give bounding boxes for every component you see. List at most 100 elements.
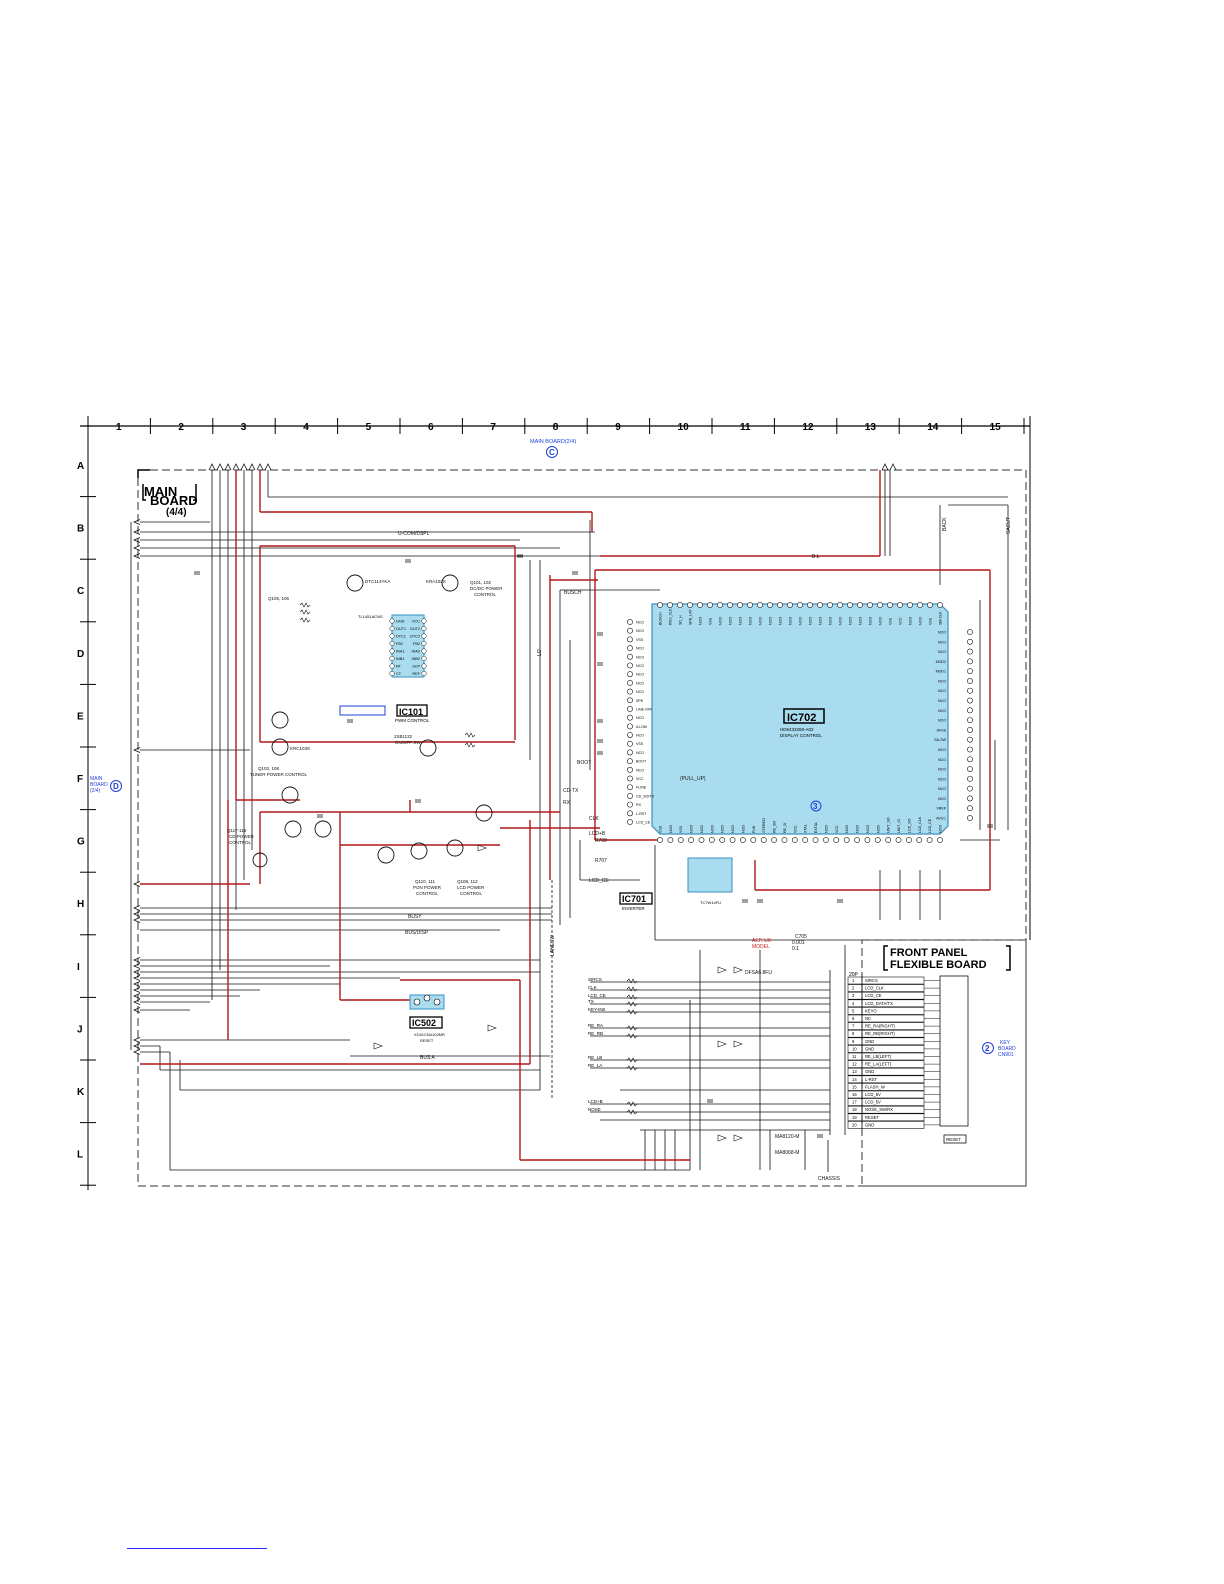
fp-pin-number: 17 bbox=[852, 1100, 857, 1105]
board-title: MAIN BOARD (4/4) bbox=[142, 484, 198, 518]
misc-labels: C705 0.001 0.1 AEP, UK MODEL R708 R707 (… bbox=[595, 776, 841, 1182]
fp-pin-name: LCD_5V bbox=[865, 1100, 881, 1105]
fp-pin-number: 16 bbox=[852, 1092, 857, 1097]
ic702-pin-label: NCO bbox=[636, 673, 644, 677]
bus-bl: B.L bbox=[812, 554, 820, 560]
grid-row-label: B bbox=[77, 524, 84, 535]
aep-uk: AEP, UK bbox=[752, 938, 772, 944]
ic101-pin-label: GND bbox=[396, 620, 405, 624]
ic702-pin-label: VCC bbox=[835, 825, 839, 833]
ic702-pin-label: NCO bbox=[721, 825, 725, 833]
fp-pin-name: NC bbox=[865, 1016, 871, 1021]
ic502-reset: IC502 XC61CN4102MR RESET bbox=[409, 994, 445, 1043]
ic702-pin bbox=[767, 602, 773, 608]
ic702-pin bbox=[967, 766, 973, 772]
connector-c-label: MAIN BOARD(2/4) bbox=[530, 439, 576, 445]
aep-uk-model: MODEL bbox=[752, 944, 770, 950]
resistor-mark bbox=[299, 602, 311, 608]
ic101-pin bbox=[421, 633, 427, 639]
ic702-pin bbox=[967, 726, 973, 733]
ma8120-label: MA8120-M bbox=[775, 1134, 799, 1140]
fp-pin-box bbox=[847, 991, 863, 1000]
ic702-pin-label: LCD_SO bbox=[907, 818, 911, 833]
ic702-pin-label: FLINE bbox=[636, 786, 647, 790]
bus-busy: BUSY bbox=[408, 914, 422, 920]
board-outline bbox=[137, 469, 1027, 1187]
ic702-pin bbox=[627, 775, 633, 782]
ic702-pin bbox=[727, 602, 733, 608]
transistors bbox=[252, 574, 493, 868]
connector-arrow bbox=[132, 545, 141, 551]
connector-d-label3: (2/4) bbox=[90, 788, 101, 794]
bus-rx: RX bbox=[563, 800, 571, 806]
ic702-pin bbox=[677, 602, 683, 608]
ic702-pin-label: LINE-OFF bbox=[636, 707, 653, 711]
left-signal-label: SIRCS bbox=[588, 977, 602, 982]
ic101-pin-label: RT bbox=[396, 665, 402, 669]
fp-pin-name: LCD_CE bbox=[865, 993, 882, 998]
ic702-pin-label: NCO bbox=[856, 825, 860, 833]
ic101-pin bbox=[389, 655, 395, 662]
ic702-pin bbox=[627, 732, 633, 738]
fp-pin-number: 18 bbox=[852, 1107, 857, 1112]
wiring-red bbox=[140, 470, 991, 1161]
grid-col-label: 8 bbox=[553, 422, 559, 433]
fp-pin-name: GND bbox=[865, 1069, 874, 1074]
ic702-pin bbox=[627, 619, 633, 625]
ic702-pin-label: NCO bbox=[938, 689, 946, 693]
connector-arrow bbox=[132, 999, 141, 1005]
ic702-pin bbox=[877, 602, 883, 608]
bus-cd-tx: CD-TX bbox=[563, 788, 579, 794]
connector-arrow bbox=[132, 993, 141, 999]
ic701-name: IC701 bbox=[622, 894, 646, 904]
diode-dfsa-label: DFSA6.8FU bbox=[745, 970, 772, 976]
ic702-pin bbox=[967, 668, 973, 675]
resistor-mark bbox=[299, 609, 311, 615]
q101-desc1: DC/DC POWER bbox=[470, 586, 503, 591]
fp-pin-box bbox=[847, 1037, 863, 1046]
ic702-pin-label: NCO bbox=[938, 640, 946, 644]
transistor-labels: DTC114YKA KRA102S Q101, 102 DC/DC POWER … bbox=[227, 579, 503, 896]
ic702-pin-label: LCD_CE bbox=[636, 821, 651, 825]
fp-pin-name: SIRCS bbox=[865, 978, 878, 983]
fp-pin-number: 14 bbox=[852, 1077, 857, 1082]
grid-col-label: 9 bbox=[615, 422, 621, 433]
ic702-pin bbox=[627, 793, 633, 799]
diode-mark bbox=[373, 1042, 383, 1050]
ic101-pin bbox=[389, 625, 395, 632]
component-marks bbox=[194, 554, 993, 1142]
ic702-pin bbox=[967, 707, 973, 714]
ic702-pin-label: NCO bbox=[690, 825, 694, 833]
ic702-pin bbox=[967, 697, 973, 704]
diode-mark bbox=[733, 1134, 743, 1142]
ic101-pin bbox=[389, 640, 395, 647]
ic702-pin-label: AVCC bbox=[936, 817, 946, 821]
connector-arrow bbox=[132, 981, 141, 987]
diode-mark bbox=[717, 1040, 727, 1048]
grid-col-label: 14 bbox=[927, 422, 939, 433]
ic702-pin bbox=[717, 602, 723, 608]
grid-col-label: 4 bbox=[303, 422, 309, 433]
grid-row-label: C bbox=[77, 586, 84, 597]
q117-desc2: CONTROL bbox=[229, 840, 251, 845]
resistor-mark bbox=[626, 1065, 638, 1071]
ic101-pwm-control: TL1451ACNS GNDOUT1DTC1FB1INA1INB1RTCTVCC… bbox=[339, 614, 430, 723]
ic702-pin-label: LCD_CLK bbox=[918, 816, 922, 833]
ic702-pin-label: VSS bbox=[889, 617, 893, 625]
ic702-pin bbox=[747, 602, 753, 608]
ic702-part: HD6433268-A02 bbox=[780, 727, 814, 732]
ic702-pin-label: VCC bbox=[636, 777, 644, 781]
left-signal-label: RE_RB bbox=[588, 1031, 603, 1036]
ic702-pin-label: NCO bbox=[699, 617, 703, 625]
ic702-pin bbox=[843, 837, 850, 843]
ic702-pin-label: RDS_CLK bbox=[669, 608, 673, 625]
ic702-pin bbox=[667, 837, 674, 843]
ic702-pin bbox=[895, 837, 902, 843]
fp-pin-box bbox=[847, 1007, 863, 1015]
key-board-label2: BOARD bbox=[998, 1046, 1016, 1052]
ic702-pin bbox=[927, 602, 933, 608]
connector-arrow bbox=[881, 463, 889, 471]
ic702-pin-label: VCC bbox=[899, 617, 903, 625]
front-panel-title1: FRONT PANEL bbox=[890, 947, 968, 959]
